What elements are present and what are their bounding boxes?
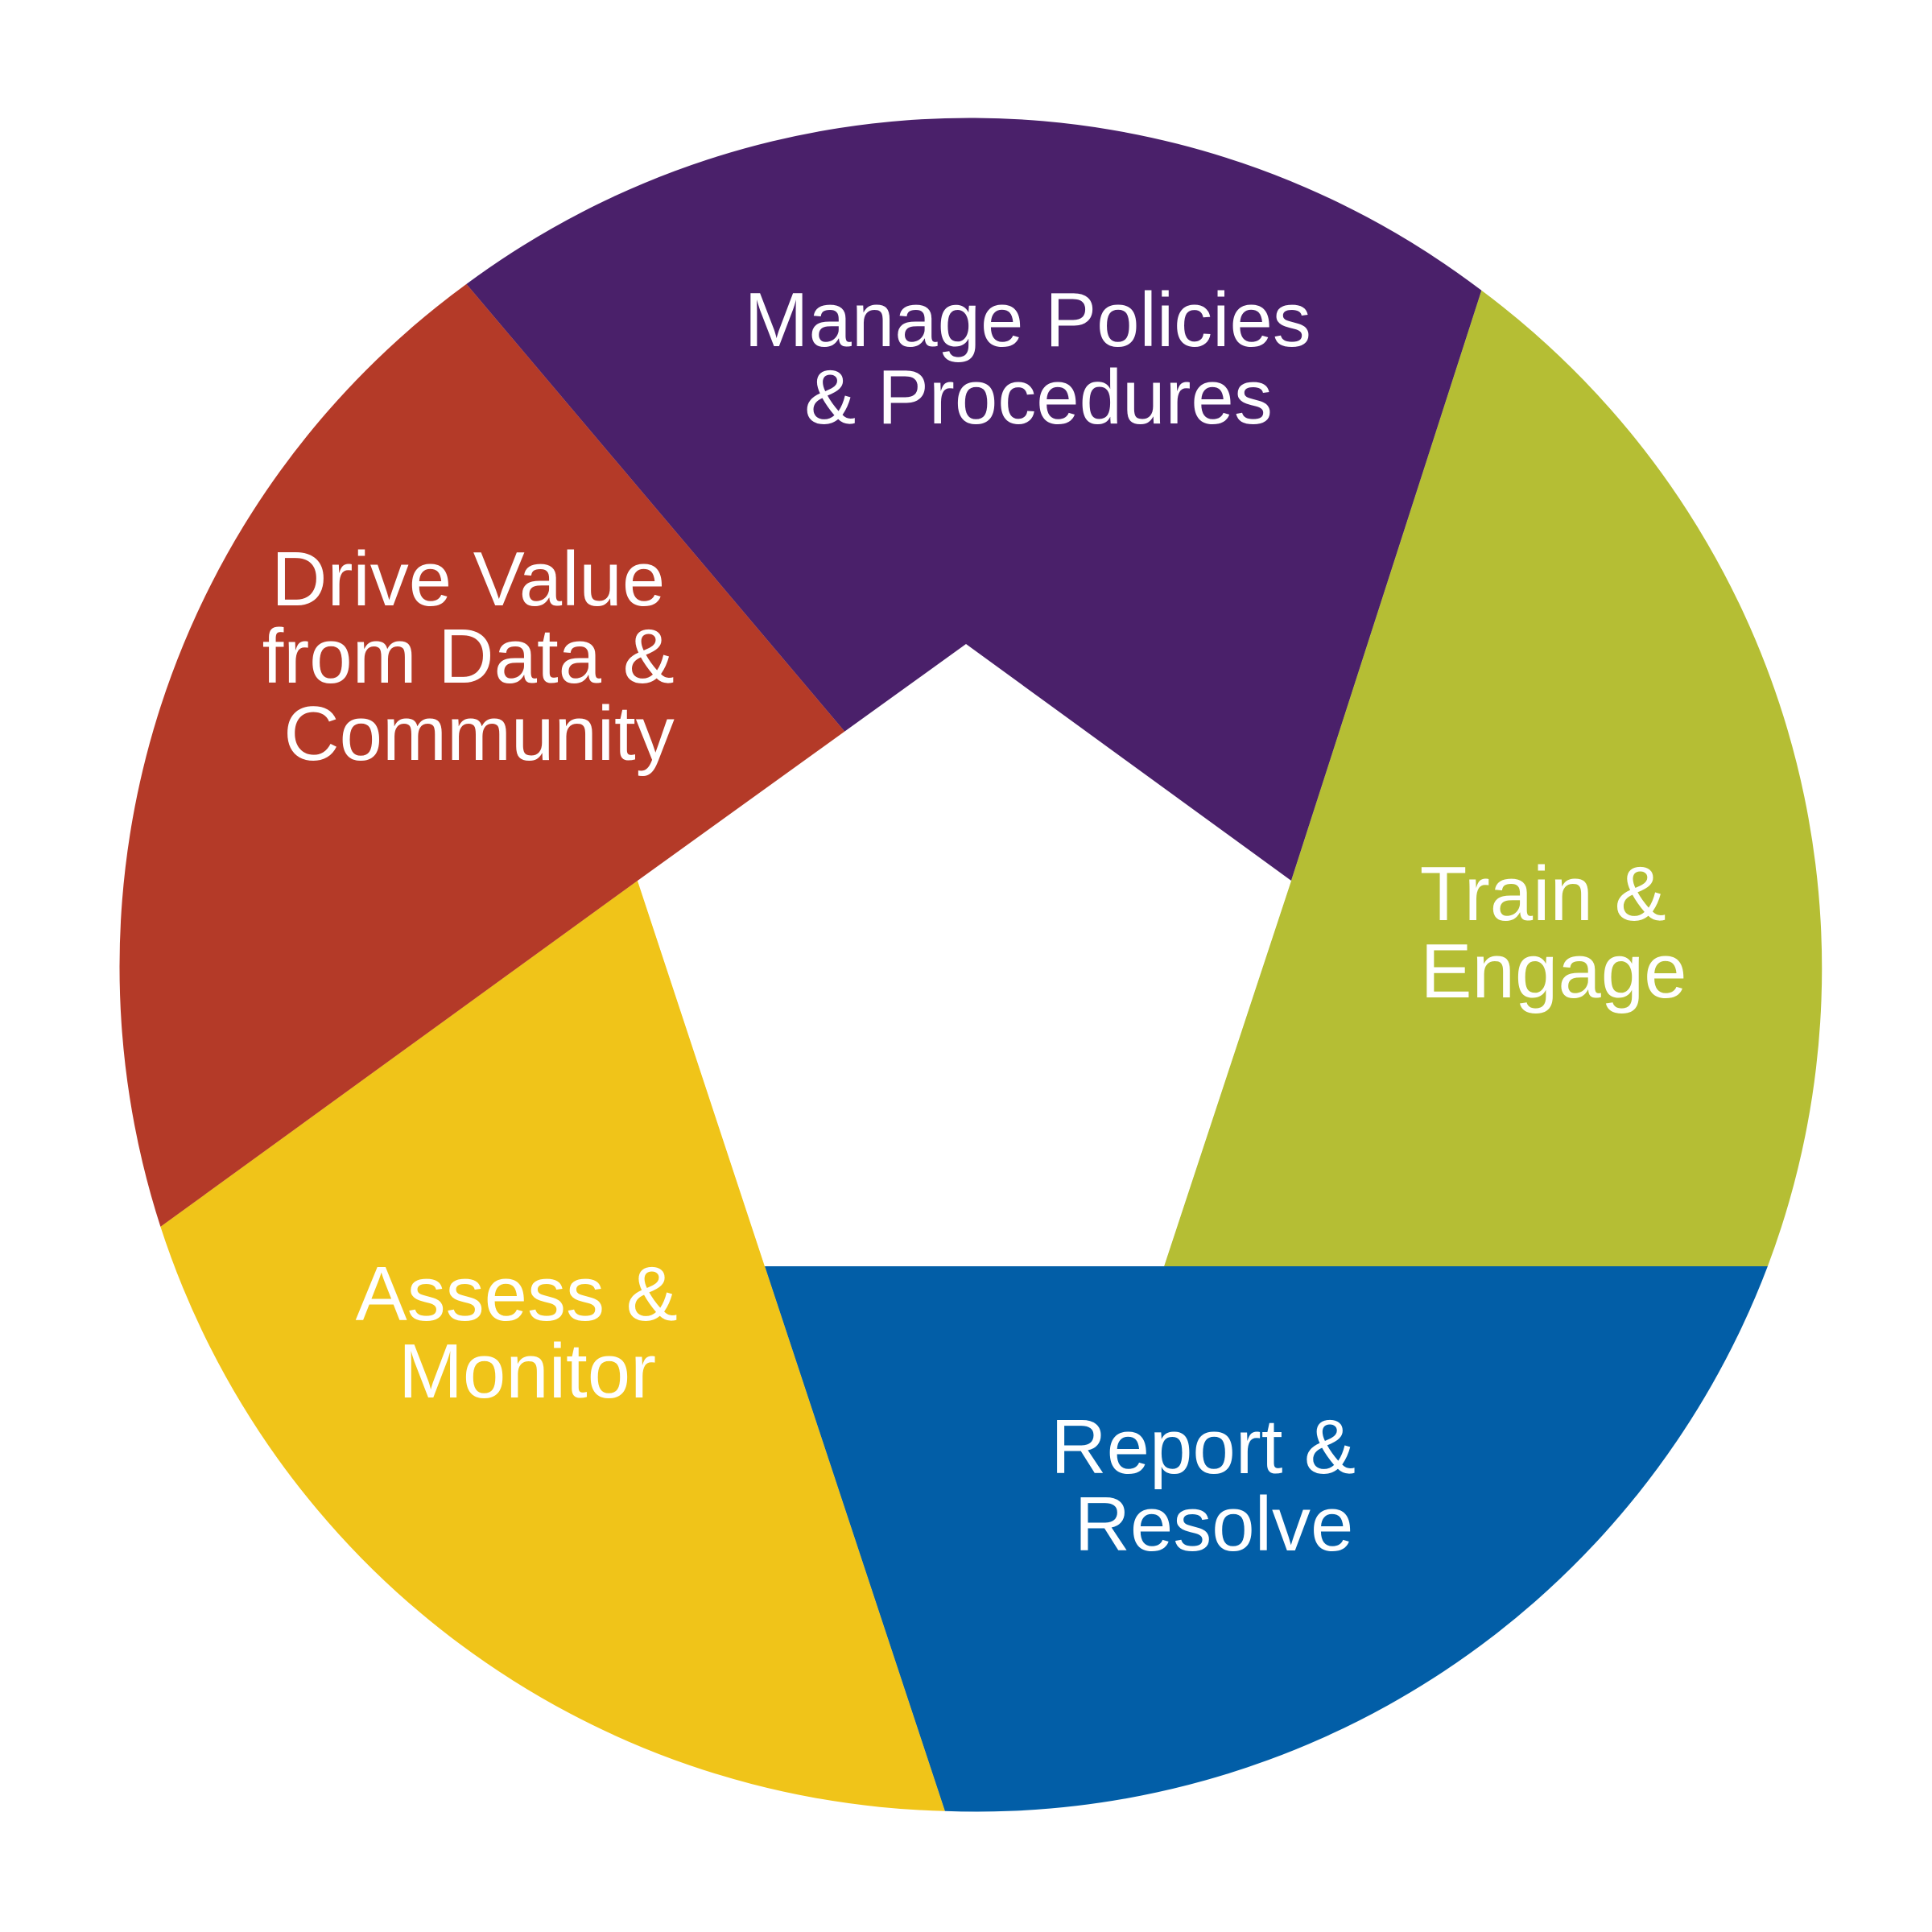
segment-label-report: Report & Resolve (1051, 1404, 1377, 1567)
segment-manage-policies (466, 118, 1482, 881)
segment-label-line: Drive Value (271, 536, 665, 622)
segment-drive-value (119, 283, 967, 1227)
segment-label-line: Community (283, 691, 674, 777)
segment-label-line: Manage Policies (744, 277, 1311, 363)
segment-label-drive: Drive Value from Data & Community (262, 536, 696, 777)
segment-label-line: from Data & (262, 613, 675, 700)
segment-label-manage: Manage Policies & Procedures (744, 277, 1332, 440)
segment-label-line: Report & (1051, 1404, 1356, 1490)
segment-train-engage (1164, 290, 1823, 1266)
segment-label-line: Train & (1420, 851, 1666, 937)
segment-label-line: Monitor (398, 1328, 656, 1414)
segment-assess-monitor (160, 881, 945, 1811)
segment-label-line: Assess & (356, 1251, 678, 1337)
segment-label-line: & Procedures (804, 354, 1273, 440)
segment-report-resolve (765, 1266, 1768, 1812)
segment-label-train: Train & Engage (1420, 851, 1688, 1014)
segment-label-line: Resolve (1075, 1481, 1354, 1567)
center-pentagon (638, 644, 1291, 1266)
segment-label-assess: Assess & Monitor (356, 1251, 700, 1414)
segment-label-line: Engage (1421, 928, 1687, 1014)
